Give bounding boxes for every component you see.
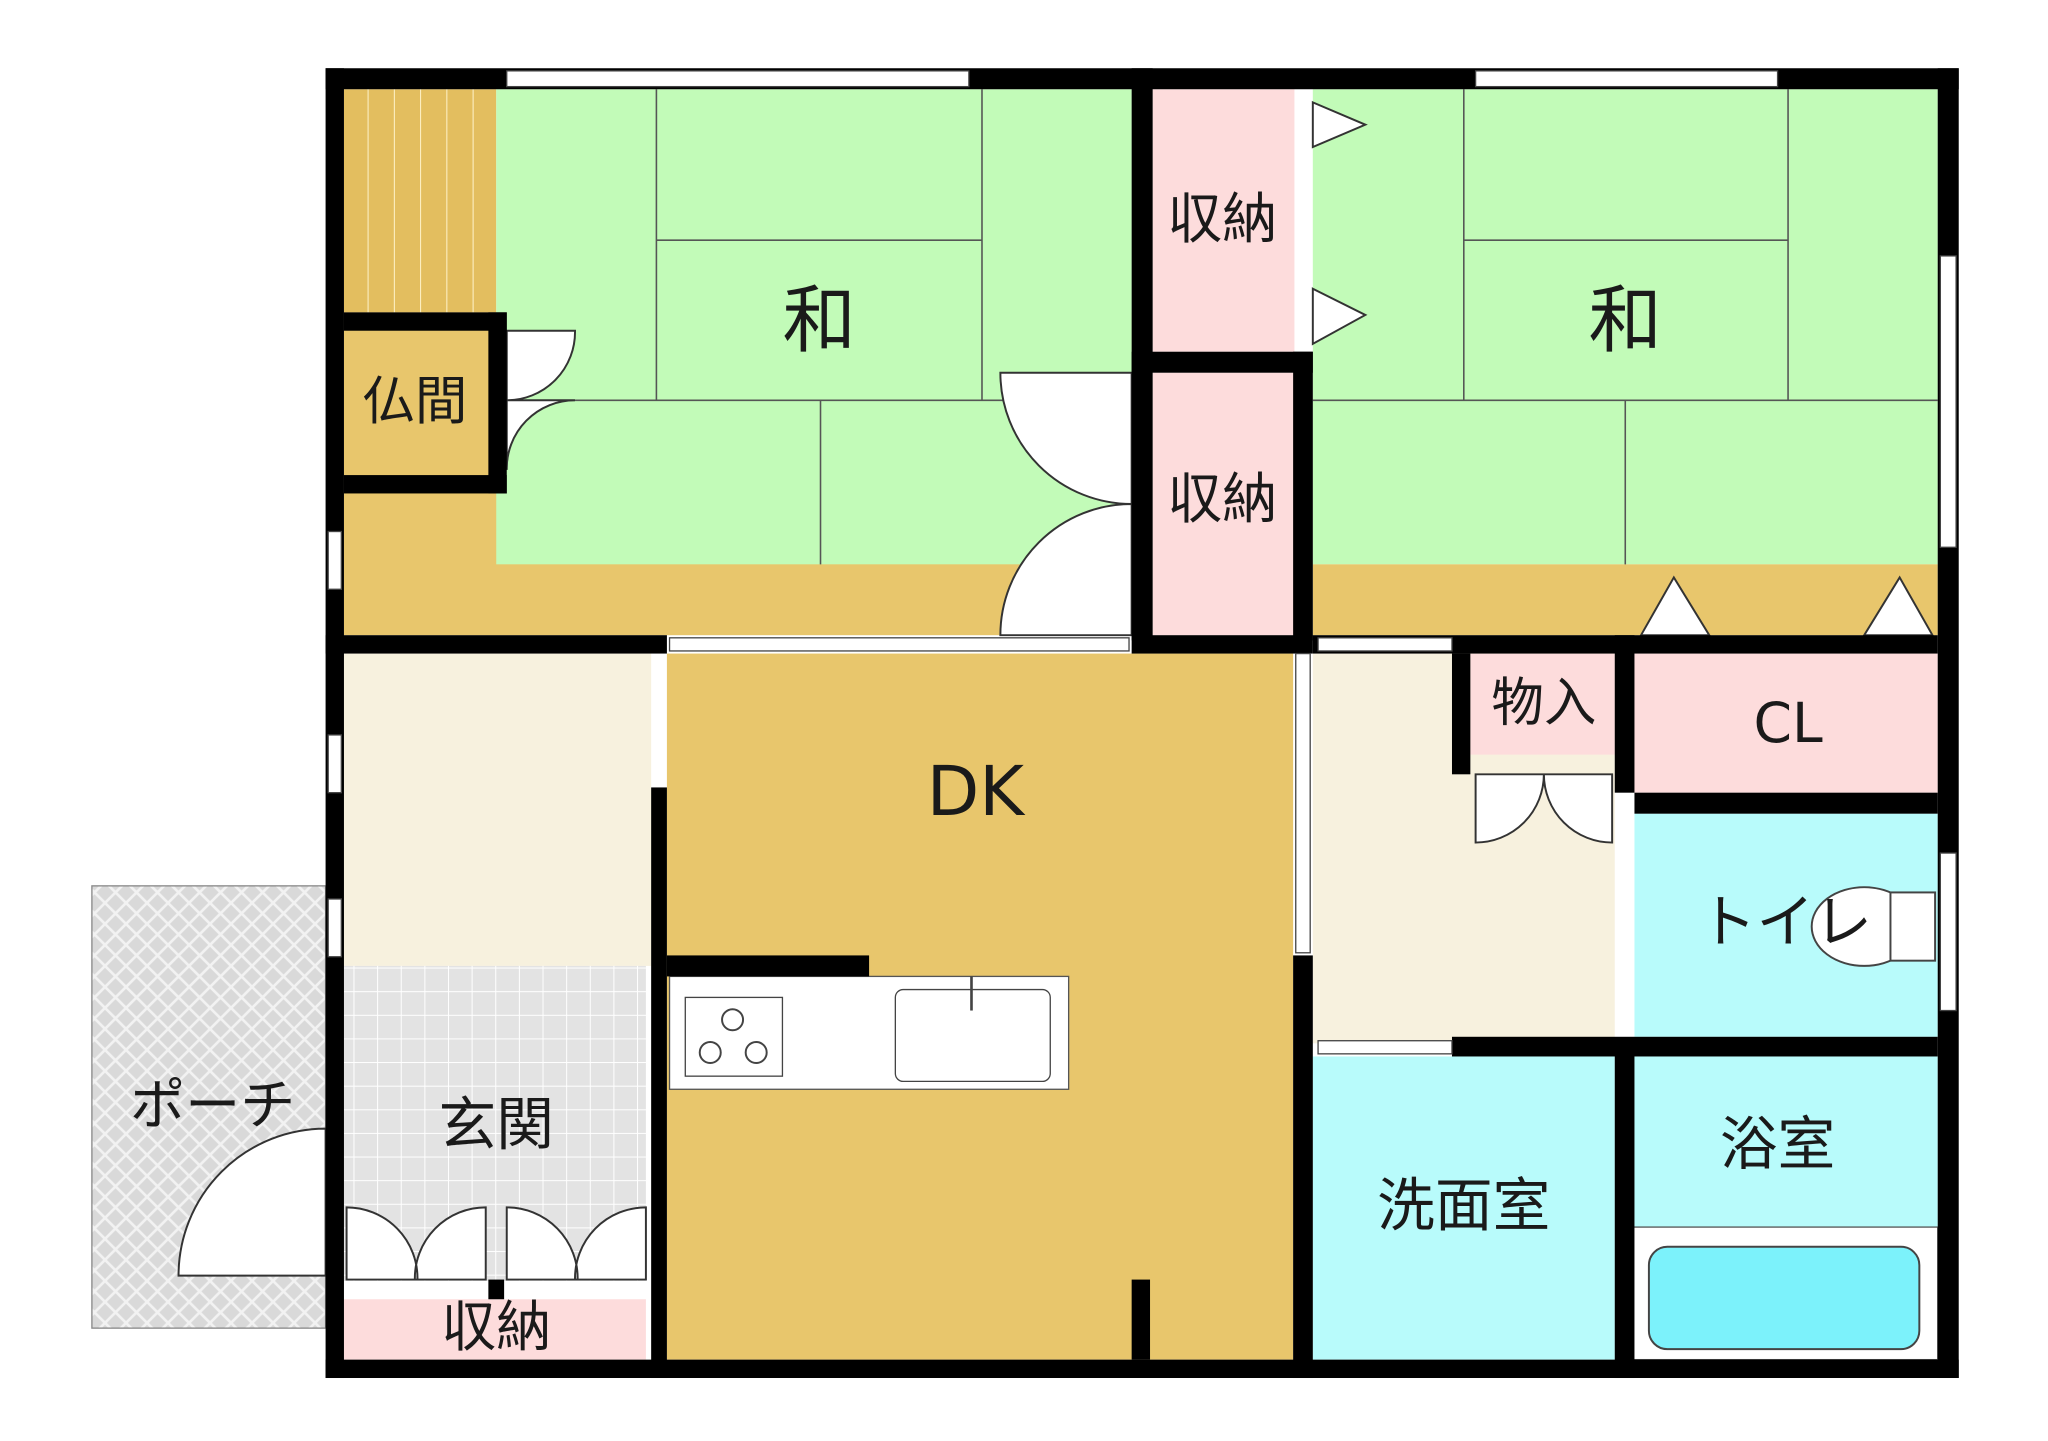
bathtub-icon [1647,1245,1921,1351]
label-entrance: 玄関 [438,1090,554,1158]
door-butsuma[interactable] [505,329,577,470]
label-porch: ポーチ [130,1073,295,1137]
burner-icon [721,1008,745,1032]
tatami-lines-left [496,89,1132,565]
label-washroom: 洗面室 [1377,1172,1550,1240]
label-bathroom: 浴室 [1720,1110,1836,1178]
door-entrance[interactable] [177,1127,327,1277]
storage-entrance-room [343,1299,646,1360]
corridor-right-floor [1312,564,1938,636]
label-storage-entrance: 収納 [441,1295,551,1359]
washroom-room [1312,1056,1615,1360]
label-storeroom: 物入 [1491,673,1596,734]
door-shoe-storage[interactable] [345,1206,647,1281]
tatami-lines-right [1312,89,1938,565]
door-storeroom[interactable] [1474,773,1614,844]
altar-shelf [343,89,497,313]
storage-middle-room [1152,372,1295,636]
label-washitsu-right: 和 [1589,278,1663,363]
label-toilet: トイレ [1699,888,1872,956]
label-dining-kitchen: DK [927,753,1027,832]
label-storage-upper: 収納 [1167,187,1277,251]
storage-upper-room [1152,89,1295,352]
label-washitsu-left: 和 [782,278,856,363]
door-washitsu-left[interactable] [999,371,1133,637]
hall-left-room [343,653,652,966]
label-butsuma: 仏間 [362,371,467,432]
label-storage-middle: 収納 [1167,467,1277,531]
windows [327,70,1957,1055]
closet-room [1634,653,1938,793]
burner-icon [698,1041,722,1065]
washitsu-left-room [496,89,1132,565]
stove-icon [684,996,784,1077]
door-storage-upper[interactable] [1311,100,1368,346]
burner-icon [744,1041,768,1065]
kitchen-counter [668,975,1070,1090]
storeroom-room [1470,653,1615,755]
bathroom-room [1634,1056,1938,1228]
toilet-tank-icon [1889,891,1937,962]
label-closet: CL [1753,691,1822,755]
butsuma-room [343,330,491,476]
